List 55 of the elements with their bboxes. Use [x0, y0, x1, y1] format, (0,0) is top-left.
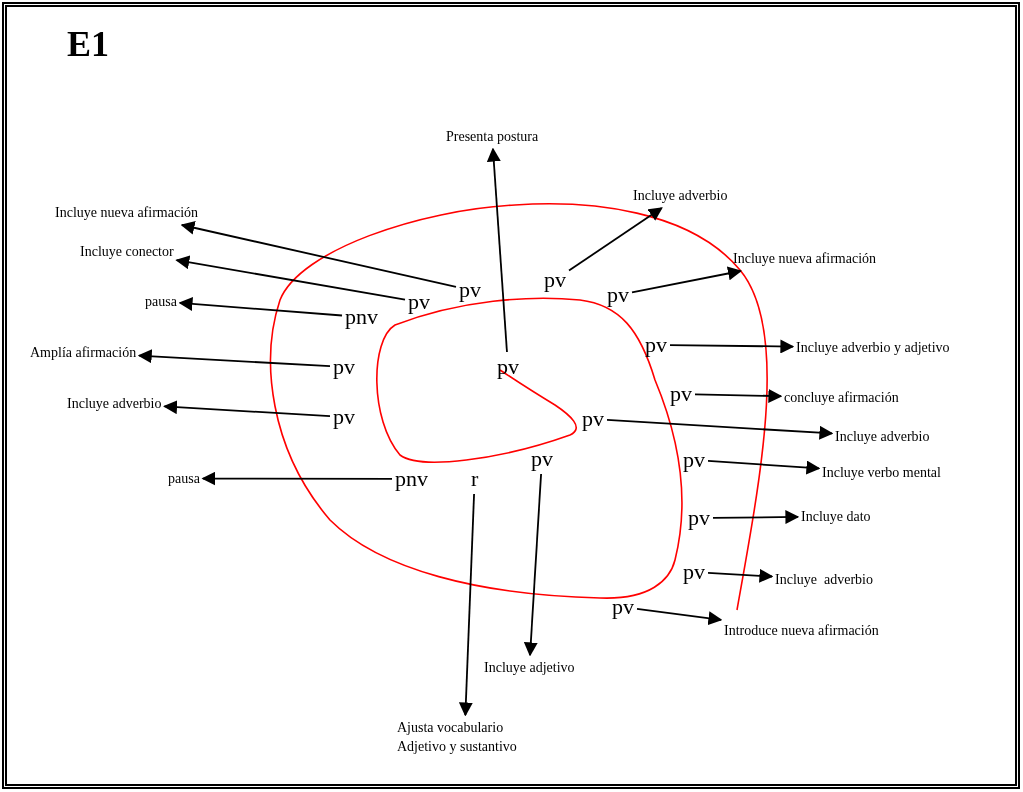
code-label: pv: [612, 595, 634, 619]
arrow: [458, 493, 475, 717]
arrow: [175, 255, 406, 301]
arrow: [178, 296, 343, 317]
code-label: pv: [333, 355, 355, 379]
arrow: [712, 510, 800, 525]
category-label: Incluye adverbio: [67, 394, 162, 413]
arrow: [694, 388, 783, 403]
code-label: pv: [645, 333, 667, 357]
category-label: Incluye nueva afirmación: [733, 249, 877, 268]
category-label: pausa: [145, 292, 177, 311]
category-label: concluye afirmación: [784, 388, 899, 407]
category-label: Incluye adverbio: [835, 427, 930, 446]
code-label: pv: [408, 290, 430, 314]
category-label: Incluye nueva afirmación: [55, 203, 199, 222]
arrow: [163, 400, 331, 418]
arrow: [636, 607, 723, 626]
code-label: pv: [544, 268, 566, 292]
arrow: [568, 207, 663, 272]
arrow: [707, 460, 821, 475]
category-label: Incluye adverbio: [633, 186, 728, 205]
category-label: Incluye adverbio y adjetivo: [796, 338, 950, 357]
code-label: pv: [582, 407, 604, 431]
category-label: Presenta postura: [446, 127, 539, 146]
code-label: pv: [497, 355, 519, 379]
arrow: [201, 471, 393, 486]
code-label: pv: [683, 560, 705, 584]
code-label: pv: [607, 283, 629, 307]
code-label: pnv: [395, 467, 428, 491]
category-label: Incluye adverbio: [775, 570, 873, 589]
arrow: [631, 266, 742, 294]
code-label: pv: [670, 382, 692, 406]
category-label: Incluye dato: [801, 507, 871, 526]
title: E1: [67, 26, 109, 62]
category-label: Ajusta vocabulario Adjetivo y sustantivo: [397, 718, 532, 756]
code-label: pv: [333, 405, 355, 429]
arrow: [523, 473, 542, 657]
code-label: pv: [531, 447, 553, 471]
arrow: [137, 349, 331, 368]
code-label: pv: [459, 278, 481, 302]
arrow: [606, 418, 834, 440]
category-label: Amplía afirmación: [30, 343, 137, 362]
category-label: Incluye adjetivo: [484, 658, 575, 677]
code-label: r: [471, 467, 479, 491]
code-label: pv: [688, 506, 710, 530]
code-label: pnv: [345, 305, 378, 329]
category-label: Introduce nueva afirmación: [724, 621, 879, 640]
code-label: pv: [683, 448, 705, 472]
category-label: pausa: [168, 469, 200, 488]
category-label: Incluye conector: [80, 242, 174, 261]
arrow: [486, 147, 508, 353]
arrow: [669, 339, 795, 354]
category-label: Incluye verbo mental: [822, 463, 941, 482]
arrow: [180, 220, 457, 288]
arrow: [707, 568, 774, 583]
